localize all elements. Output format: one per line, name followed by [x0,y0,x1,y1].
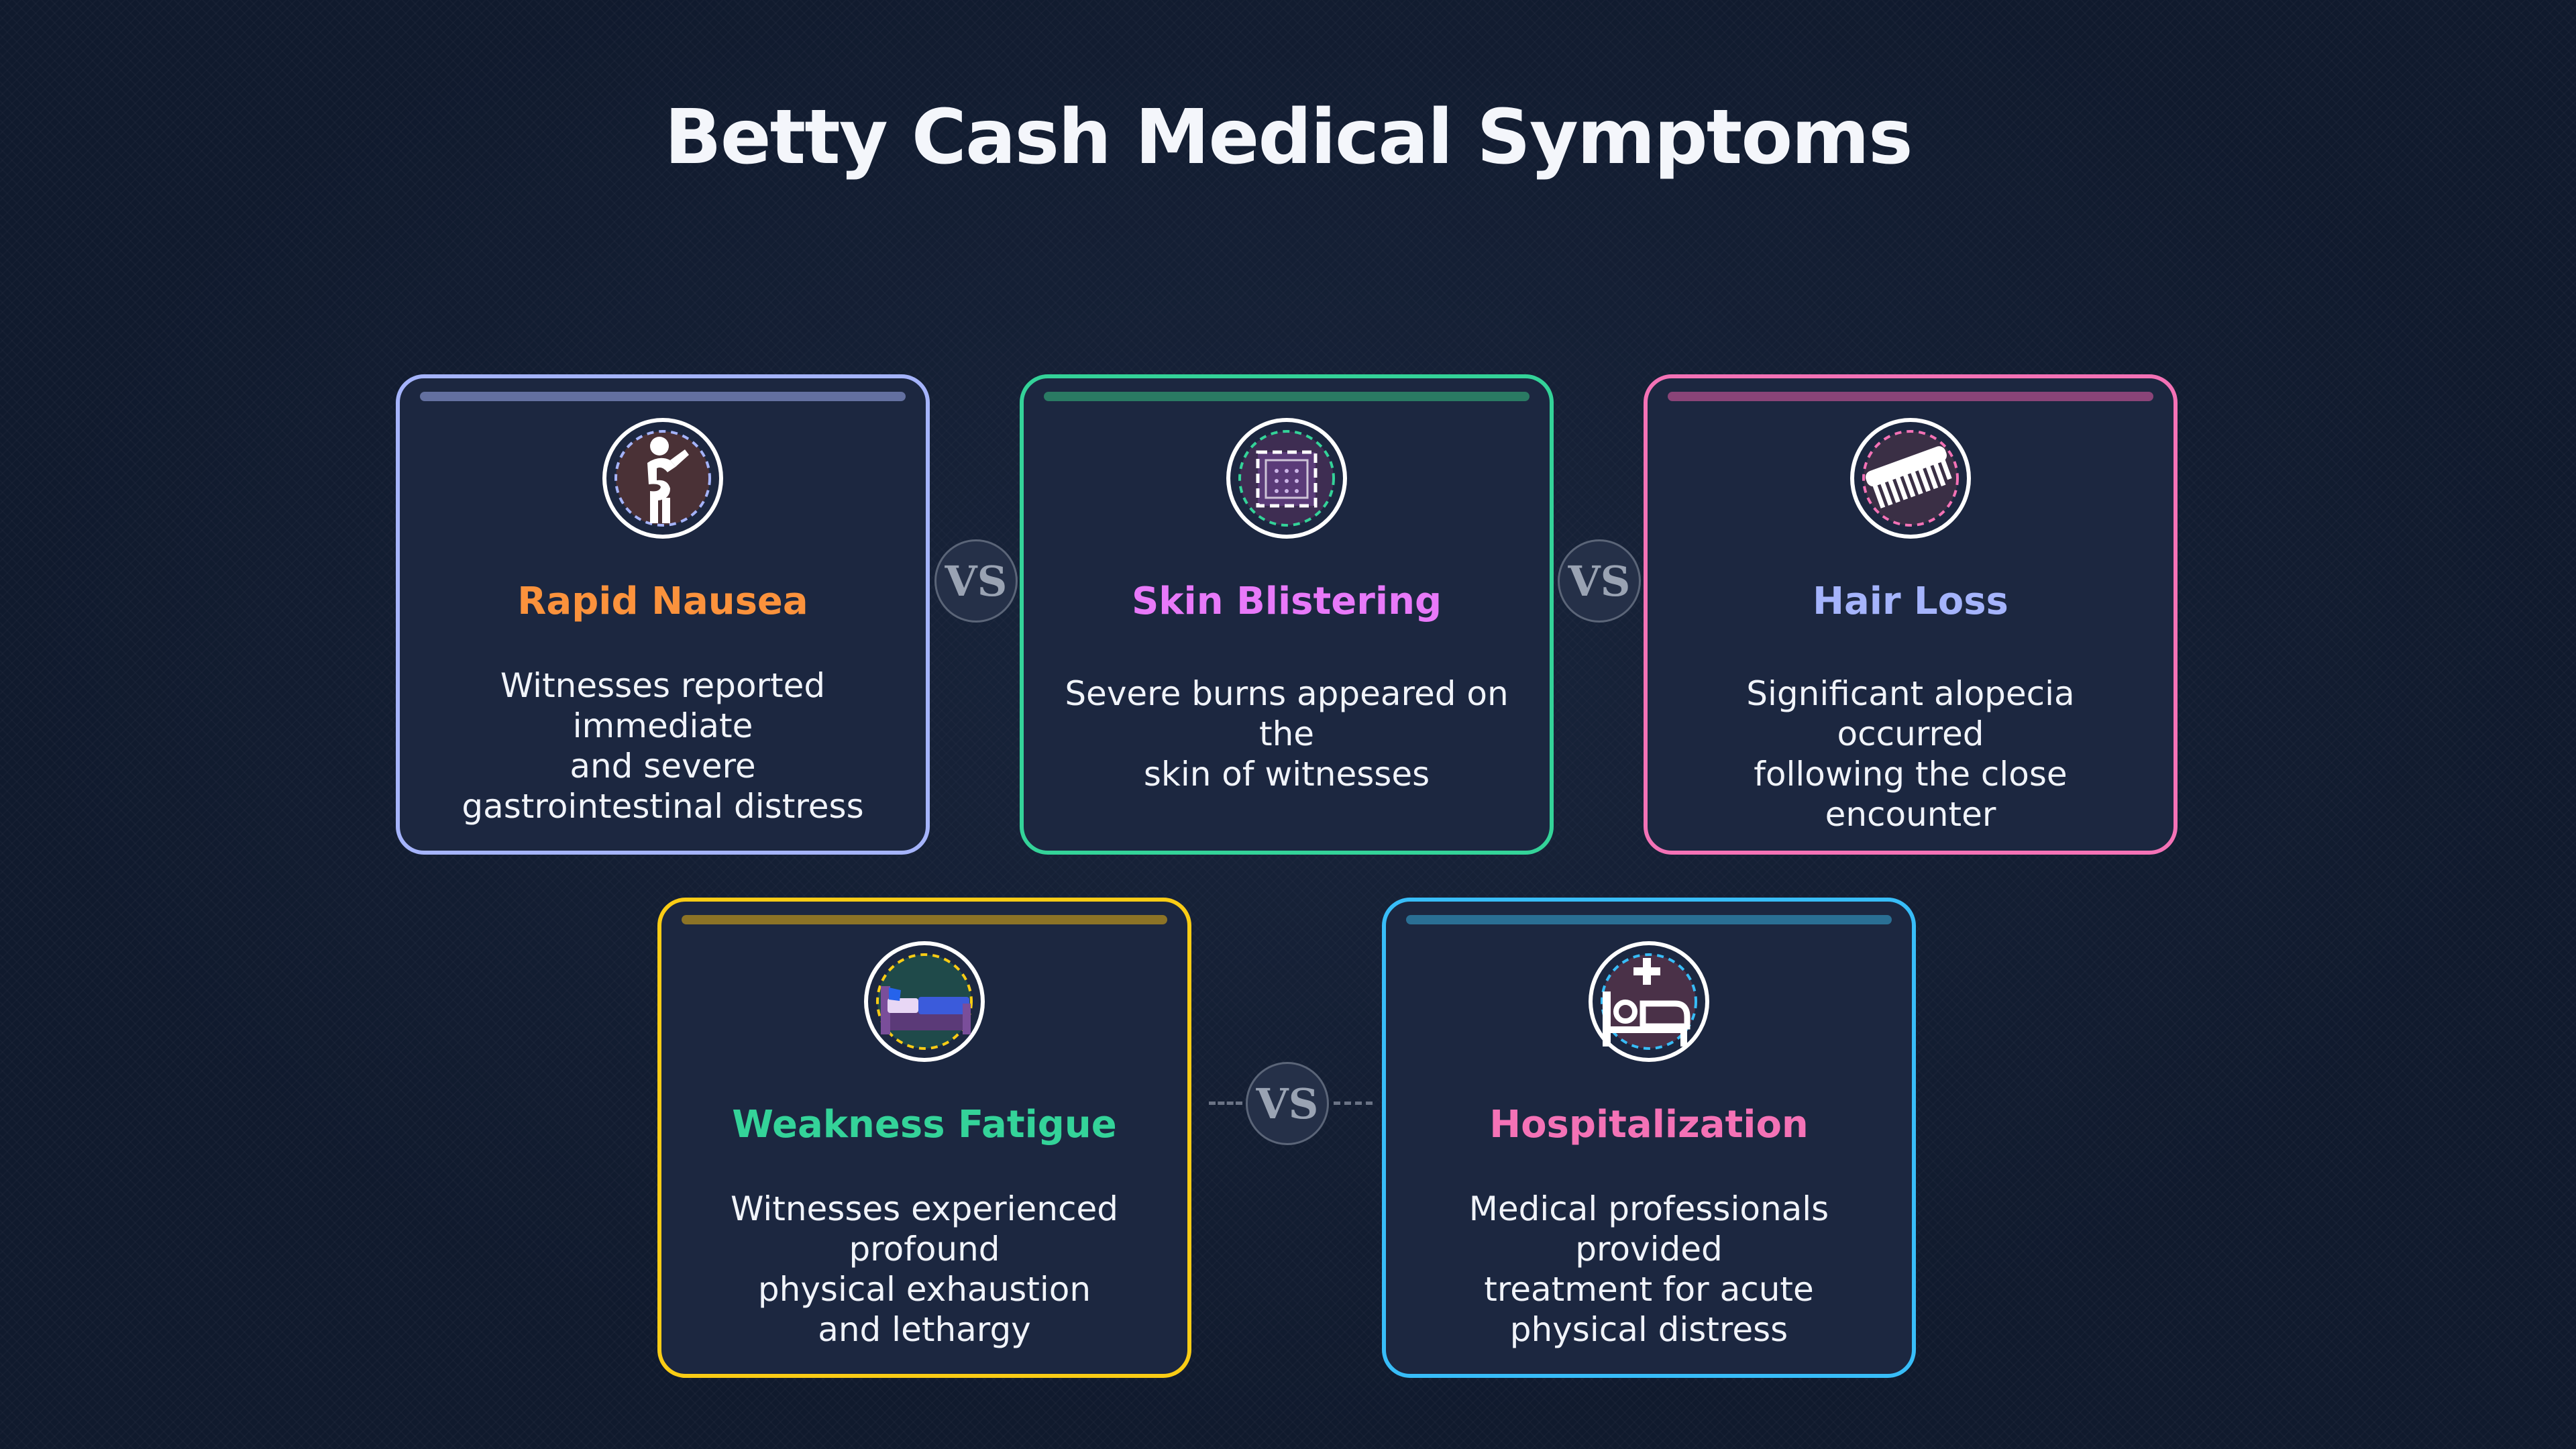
symptom-card-rapid-nausea: Rapid Nausea Witnesses reported immediat… [396,374,930,855]
symptom-card-skin-blistering: Skin Blistering Severe burns appeared on… [1020,374,1554,855]
card-description: Medical professionals provided treatment… [1406,1189,1892,1350]
card-description-line: physical distress [1509,1310,1788,1349]
page-title: Betty Cash Medical Symptoms [664,94,1913,181]
skin-patch-icon [1224,416,1349,541]
vs-badge: VS [1246,1062,1329,1145]
card-description-line: following the close encounter [1754,755,2068,834]
card-description-line: and severe [570,747,756,786]
card-description-line: Witnesses experienced profound [731,1189,1118,1269]
card-description-line: gastrointestinal distress [462,787,864,826]
card-accent-bar [682,915,1167,924]
card-description-line: Significant alopecia occurred [1746,674,2075,753]
card-accent-bar [1406,915,1892,924]
vs-badge: VS [1558,539,1641,623]
symptom-card-weakness-fatigue: Weakness Fatigue Witnesses experienced p… [657,898,1191,1378]
person-nausea-icon [600,416,725,541]
card-accent-bar [420,392,906,401]
card-title: Weakness Fatigue [732,1103,1117,1146]
bed-rest-icon [862,939,987,1064]
card-title: Hair Loss [1813,580,2008,623]
vs-badge: VS [934,539,1018,623]
card-description-line: physical exhaustion [757,1270,1091,1309]
card-description-line: treatment for acute [1484,1270,1814,1309]
card-title: Skin Blistering [1131,580,1442,623]
symptom-card-hospitalization: Hospitalization Medical professionals pr… [1382,898,1916,1378]
hospital-bed-icon [1587,939,1711,1064]
card-description: Witnesses reported immediate and severe … [420,665,906,826]
symptom-card-hair-loss: Hair Loss Significant alopecia occurred … [1644,374,2178,855]
card-description-line: skin of witnesses [1143,755,1430,794]
connector-dashed-line [1334,1102,1373,1105]
card-accent-bar [1044,392,1529,401]
card-accent-bar [1668,392,2153,401]
card-description: Witnesses experienced profound physical … [682,1189,1167,1350]
card-description: Significant alopecia occurred following … [1668,674,2153,835]
card-title: Hospitalization [1489,1103,1809,1146]
connector-dashed-line [1209,1102,1242,1105]
card-description-line: Medical professionals provided [1468,1189,1829,1269]
card-description-line: Witnesses reported immediate [500,666,826,745]
card-title: Rapid Nausea [517,580,808,623]
card-description-line: and lethargy [818,1310,1031,1349]
card-description-line: Severe burns appeared on the [1065,674,1509,753]
card-description: Severe burns appeared on the skin of wit… [1044,674,1529,794]
comb-icon [1848,416,1973,541]
